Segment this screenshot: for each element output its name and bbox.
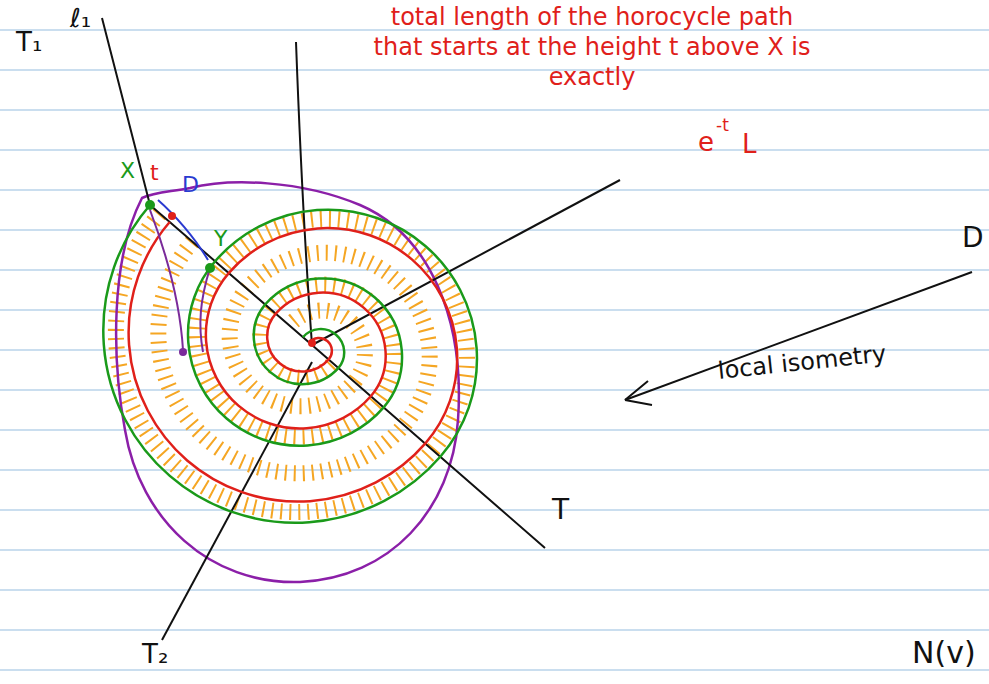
point-label: Y bbox=[214, 226, 227, 251]
arrowhead bbox=[625, 381, 652, 405]
point-label: X bbox=[120, 158, 135, 183]
axis-label: T₂ bbox=[142, 640, 168, 670]
end-dot bbox=[179, 348, 187, 356]
note-text: total length of the horocycle path that … bbox=[372, 2, 812, 92]
hatching bbox=[116, 214, 467, 513]
space-label: D bbox=[962, 222, 984, 254]
height-label: t bbox=[150, 160, 159, 185]
map-arrow bbox=[625, 272, 972, 400]
formula-base: e bbox=[698, 128, 714, 158]
formula-length: L bbox=[742, 130, 757, 160]
space-label: N(v) bbox=[912, 636, 976, 671]
arrow-label: local isometry bbox=[717, 340, 888, 385]
horocycle-path bbox=[150, 210, 210, 352]
distance-bracket bbox=[158, 200, 208, 260]
formula-exponent: -t bbox=[716, 116, 729, 136]
red-spiral bbox=[129, 222, 458, 502]
height-point bbox=[168, 212, 176, 220]
axes bbox=[102, 18, 620, 640]
point-y bbox=[205, 263, 215, 273]
axis-label: T₁ bbox=[16, 28, 42, 58]
ruled-lines bbox=[0, 30, 989, 670]
point-x bbox=[145, 200, 155, 210]
axis-label: T bbox=[552, 494, 569, 526]
line-label: ℓ₁ bbox=[70, 4, 91, 34]
green-spiral bbox=[103, 205, 477, 523]
center-dot bbox=[308, 339, 316, 347]
distance-label: D bbox=[182, 172, 199, 197]
